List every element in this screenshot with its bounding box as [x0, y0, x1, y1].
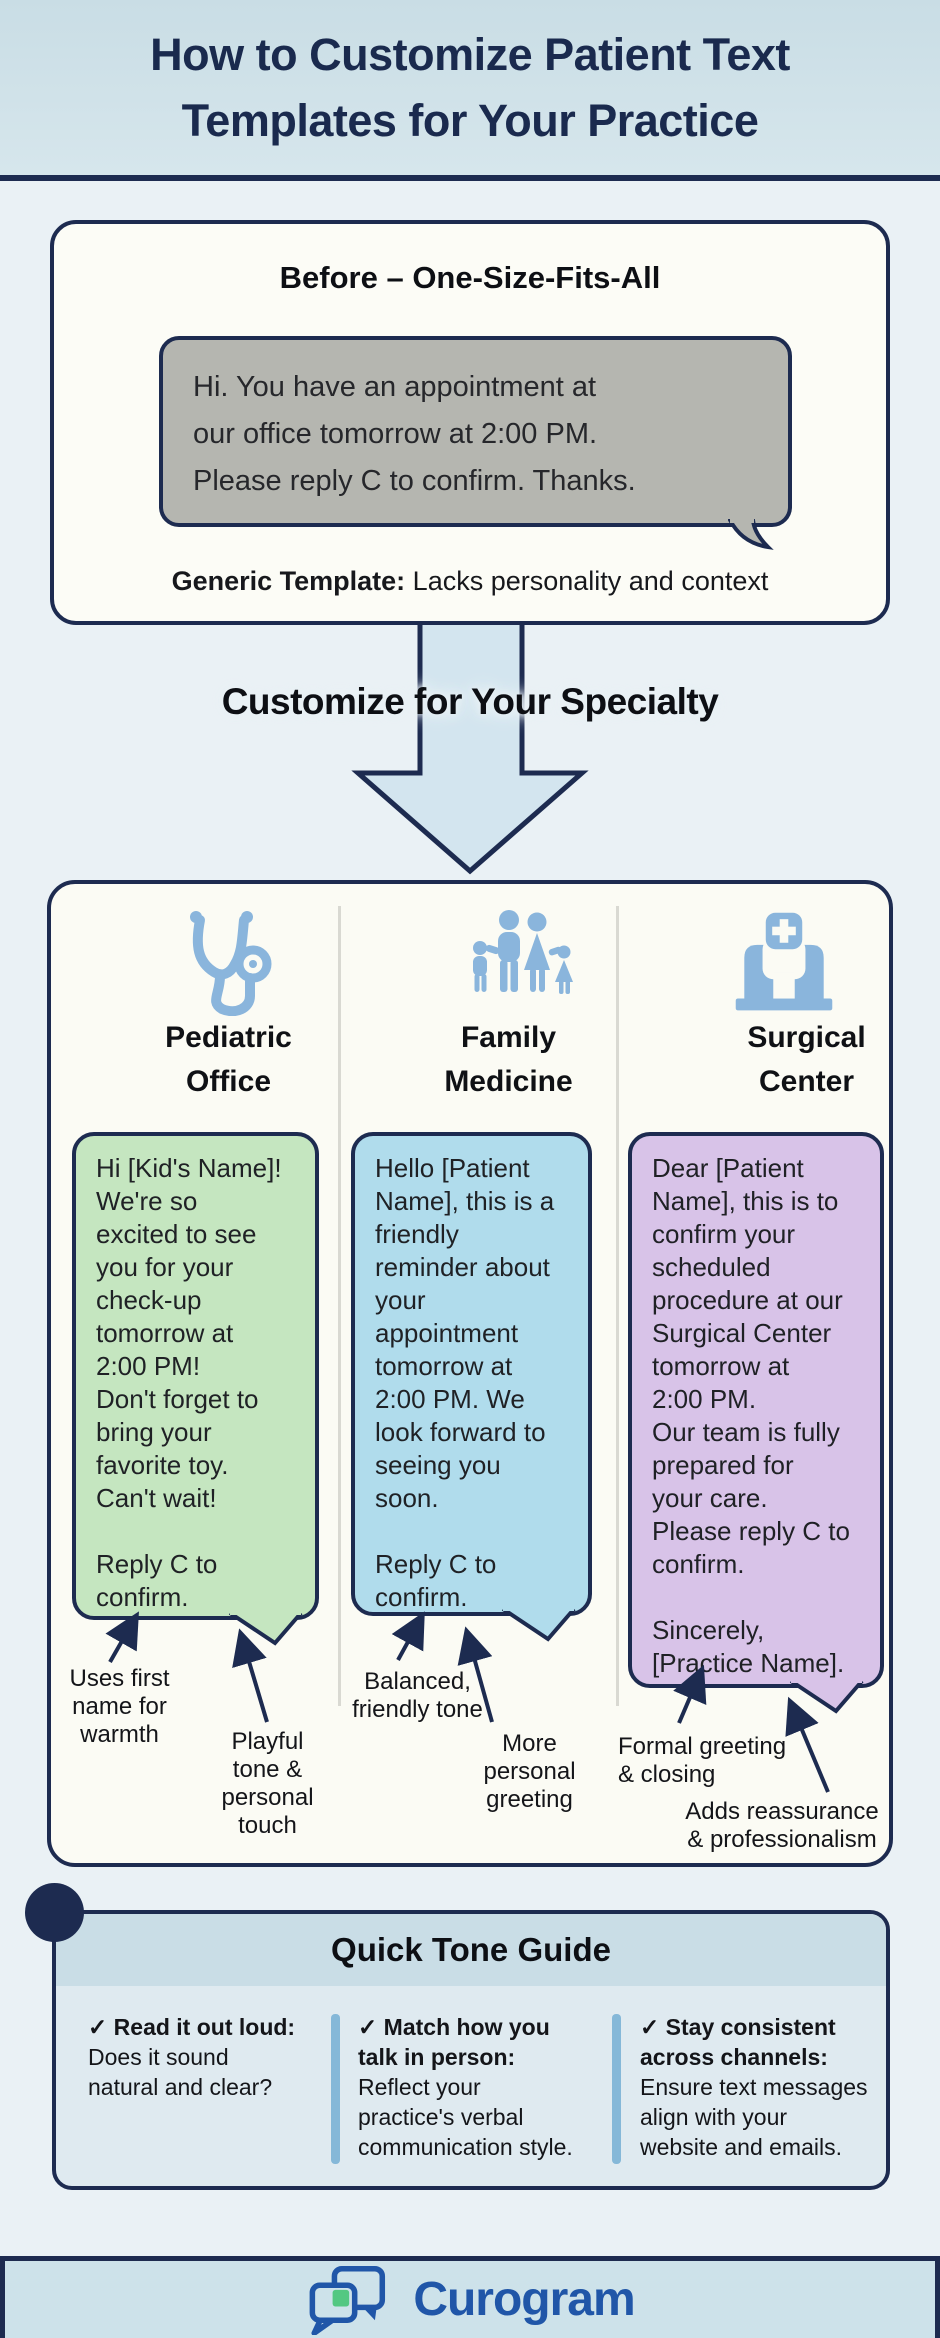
- tone-tip-2-body: Reflect your practice's verbal communica…: [358, 2074, 573, 2160]
- annotation-pediatric-2: Playful tone & personal touch: [221, 1728, 314, 1839]
- family-message-text: Hello [Patient Name], this is a friendly…: [375, 1153, 555, 1612]
- tone-divider: [331, 2014, 340, 2164]
- tone-tip-3-body: Ensure text messages align with your web…: [640, 2074, 868, 2160]
- annotation-surgical-1: Formal greeting & closing: [618, 1733, 787, 1788]
- tone-tip-2-lead: ✓ Match how you talk in person:: [358, 2014, 550, 2070]
- bubble-tail-icon: [789, 1679, 864, 1714]
- page-header: How to Customize Patient Text Templates …: [0, 0, 940, 181]
- before-panel: Before – One-Size-Fits-All Hi. You have …: [50, 220, 890, 625]
- specialty-title-pediatric: Pediatric Office: [165, 1021, 292, 1098]
- surgical-message-text: Dear [Patient Name], this is to confirm …: [652, 1153, 850, 1678]
- tone-tip-1-lead: ✓ Read it out loud:: [88, 2014, 296, 2040]
- before-title: Before – One-Size-Fits-All: [279, 260, 661, 295]
- tone-guide-header: Quick Tone Guide: [56, 1914, 886, 1986]
- column-divider: [338, 906, 341, 1706]
- before-caption-bold: Generic Template:: [171, 566, 406, 596]
- generic-message-text: Hi. You have an appointment at our offic…: [193, 371, 636, 497]
- family-icon: [421, 906, 621, 1016]
- family-message-bubble: Hello [Patient Name], this is a friendly…: [351, 1132, 592, 1642]
- tone-guide-title: Quick Tone Guide: [331, 1931, 611, 1968]
- brand-name: Curogram: [413, 2273, 635, 2326]
- hospital-icon: [701, 906, 866, 1016]
- pediatric-message-bubble: Hi [Kid's Name]! We're so excited to see…: [72, 1132, 319, 1646]
- specialty-title-surgical: Surgical Center: [747, 1021, 866, 1098]
- tone-tip-1: ✓ Read it out loud: Does it sound natura…: [88, 2012, 323, 2102]
- specialty-title-family: Family Medicine: [444, 1021, 573, 1098]
- tone-tip-1-body: Does it sound natural and clear?: [88, 2044, 273, 2100]
- tone-divider: [612, 2014, 621, 2164]
- before-caption-rest: Lacks personality and context: [405, 566, 769, 596]
- tone-tip-3-lead: ✓ Stay consistent across channels:: [640, 2014, 836, 2070]
- tone-tip-2: ✓ Match how you talk in person: Reflect …: [358, 2012, 603, 2162]
- specialties-panel: Pediatric Office Hi [Kid's Name]! We're …: [47, 880, 893, 1867]
- tone-tip-3: ✓ Stay consistent across channels: Ensur…: [640, 2012, 880, 2162]
- surgical-message-bubble: Dear [Patient Name], this is to confirm …: [628, 1132, 884, 1714]
- tone-guide-panel: Quick Tone Guide ✓ Read it out loud: Doe…: [52, 1910, 890, 2190]
- bubble-tail-icon: [728, 519, 774, 550]
- column-divider: [616, 906, 619, 1706]
- decorative-circle: [25, 1883, 84, 1942]
- annotation-family-2: More personal greeting: [483, 1730, 576, 1813]
- transition-label: Customize for Your Specialty: [221, 681, 719, 722]
- annotation-pediatric-1: Uses first name for warmth: [69, 1665, 170, 1748]
- bubble-tail-icon: [228, 1611, 303, 1646]
- curogram-logo-icon: [309, 2265, 386, 2335]
- generic-message-bubble: Hi. You have an appointment at our offic…: [159, 336, 792, 550]
- page-title: How to Customize Patient Text Templates …: [150, 28, 790, 146]
- footer: Curogram: [0, 2256, 940, 2338]
- stethoscope-icon: [146, 906, 311, 1016]
- down-arrow-icon: [351, 612, 589, 875]
- annotation-surgical-2: Adds reassurance & professionalism: [685, 1798, 879, 1853]
- pediatric-message-text: Hi [Kid's Name]! We're so excited to see…: [96, 1153, 282, 1612]
- bubble-tail-icon: [501, 1607, 576, 1642]
- before-caption: Generic Template: Lacks personality and …: [54, 566, 886, 597]
- annotation-family-1: Balanced, friendly tone: [352, 1668, 483, 1723]
